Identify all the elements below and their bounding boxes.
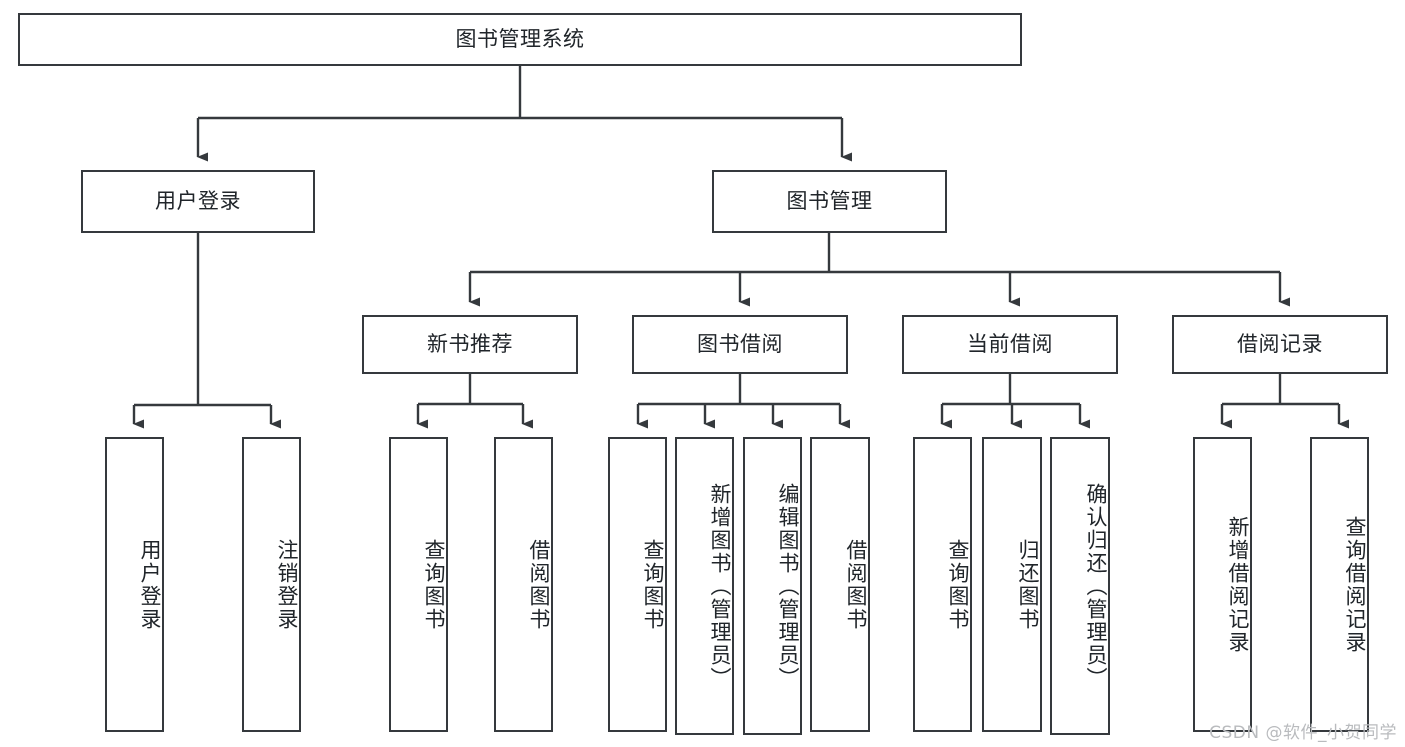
- leaf-label: 注销登录: [275, 538, 299, 631]
- node-book-management[interactable]: 图书管理: [712, 170, 947, 233]
- node-current-borrow-label: 当前借阅: [967, 332, 1053, 357]
- node-root-label: 图书管理系统: [455, 27, 585, 52]
- node-user-login-label: 用户登录: [155, 189, 241, 214]
- leaf-current-query-book[interactable]: 查询图书: [913, 437, 972, 732]
- watermark: CSDN @软件_小贺同学: [1209, 723, 1397, 743]
- leaf-label: 编辑图书（管理员）: [776, 482, 800, 690]
- node-borrow-record-label: 借阅记录: [1237, 332, 1323, 357]
- leaf-borrow-add-book-admin[interactable]: 新增图书（管理员）: [675, 437, 734, 735]
- leaf-current-confirm-return-admin[interactable]: 确认归还（管理员）: [1050, 437, 1110, 735]
- leaf-user-login-signin[interactable]: 用户登录: [105, 437, 164, 732]
- leaf-record-add-record[interactable]: 新增借阅记录: [1193, 437, 1252, 732]
- leaf-borrow-query-book[interactable]: 查询图书: [608, 437, 667, 732]
- node-user-login[interactable]: 用户登录: [81, 170, 315, 233]
- leaf-user-login-signout[interactable]: 注销登录: [242, 437, 301, 732]
- node-book-borrow[interactable]: 图书借阅: [632, 315, 848, 374]
- node-new-book-recommend[interactable]: 新书推荐: [362, 315, 578, 374]
- leaf-label: 归还图书: [1016, 538, 1040, 631]
- leaf-label: 借阅图书: [527, 538, 551, 631]
- leaf-borrow-borrow-book[interactable]: 借阅图书: [810, 437, 870, 732]
- node-borrow-record[interactable]: 借阅记录: [1172, 315, 1388, 374]
- leaf-current-return-book[interactable]: 归还图书: [982, 437, 1042, 732]
- leaf-label: 查询图书: [946, 538, 970, 631]
- leaf-new-book-borrow[interactable]: 借阅图书: [494, 437, 553, 732]
- leaf-label: 确认归还（管理员）: [1084, 482, 1108, 690]
- node-new-book-recommend-label: 新书推荐: [427, 332, 513, 357]
- leaf-record-query-record[interactable]: 查询借阅记录: [1310, 437, 1369, 732]
- node-root[interactable]: 图书管理系统: [18, 13, 1022, 66]
- node-book-borrow-label: 图书借阅: [697, 332, 783, 357]
- leaf-label: 借阅图书: [844, 538, 868, 631]
- leaf-label: 查询图书: [422, 538, 446, 631]
- leaf-new-book-query[interactable]: 查询图书: [389, 437, 448, 732]
- node-current-borrow[interactable]: 当前借阅: [902, 315, 1118, 374]
- leaf-label: 新增借阅记录: [1226, 515, 1250, 654]
- leaf-label: 用户登录: [138, 538, 162, 631]
- leaf-label: 新增图书（管理员）: [708, 482, 732, 690]
- leaf-borrow-edit-book-admin[interactable]: 编辑图书（管理员）: [743, 437, 802, 735]
- leaf-label: 查询图书: [641, 538, 665, 631]
- node-book-management-label: 图书管理: [786, 189, 873, 214]
- leaf-label: 查询借阅记录: [1343, 515, 1367, 654]
